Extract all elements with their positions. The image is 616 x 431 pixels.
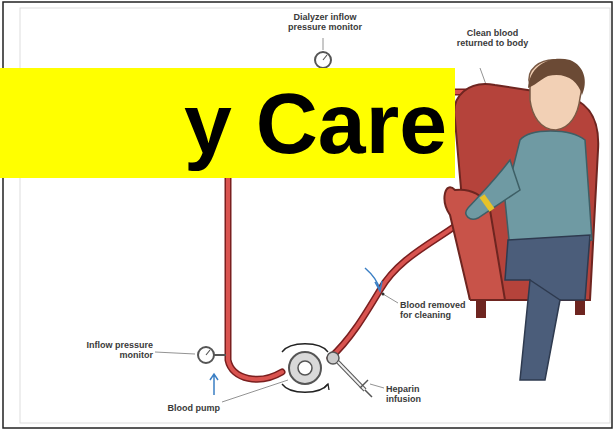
leader-dot: [382, 293, 385, 296]
blood-pump: [222, 344, 329, 402]
flow-arrows: [210, 268, 382, 395]
part-label: Inflow pressure monitor: [78, 340, 153, 360]
heparin-syringe: [327, 352, 384, 397]
inflow-pressure-gauge: [155, 347, 226, 363]
part-label: Blood pump: [160, 403, 220, 413]
banner-text: y Care: [184, 73, 447, 173]
part-label: Dialyzer inflow pressure monitor: [285, 12, 365, 32]
title-banner: y Care: [0, 68, 455, 178]
part-label: Clean blood returned to body: [455, 28, 530, 48]
armchair: [445, 84, 599, 318]
frame: [3, 2, 612, 428]
part-label: Heparin infusion: [386, 384, 456, 404]
leader-line: [383, 294, 398, 303]
patient: [466, 59, 592, 380]
part-label: Blood removed for cleaning: [400, 300, 470, 320]
